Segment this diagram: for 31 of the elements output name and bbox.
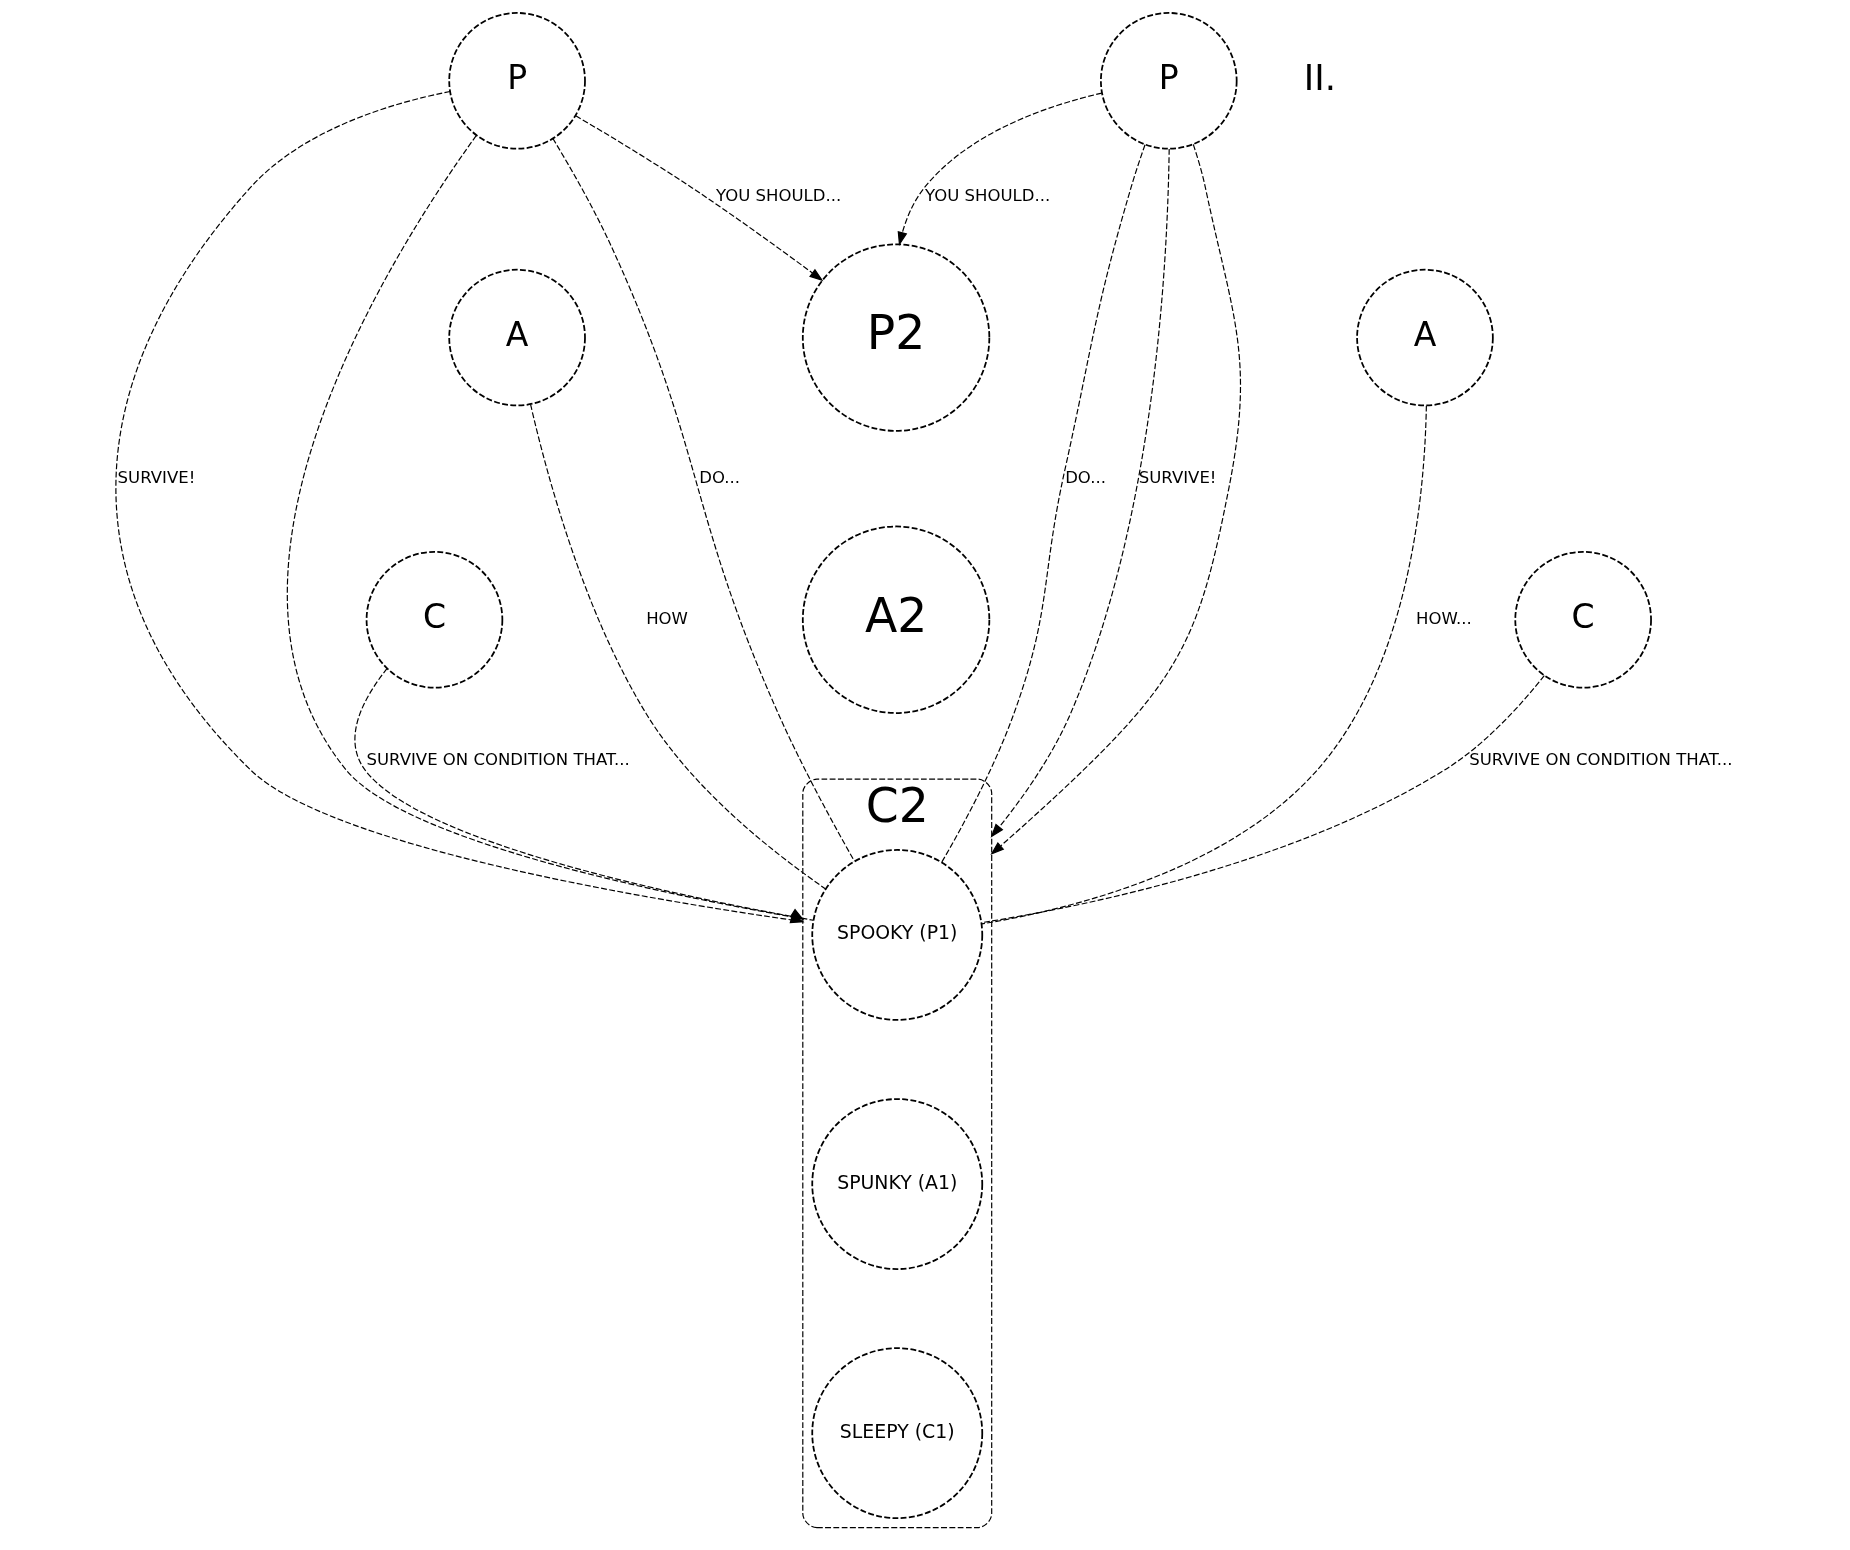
node-circle: P <box>448 12 586 150</box>
connector <box>941 144 1146 863</box>
edge-label: HOW... <box>1416 609 1472 629</box>
label: II. <box>1303 56 1336 98</box>
node-circle: C <box>365 551 504 689</box>
arrow <box>990 143 1242 855</box>
edge-label: DO... <box>1065 468 1106 488</box>
edge-label: SURVIVE ON CONDITION THAT... <box>366 750 630 770</box>
edge-label: YOU SHOULD... <box>716 185 842 205</box>
node-circle: SPOOKY (P1) <box>811 849 984 1021</box>
connector <box>529 403 826 890</box>
node-circle: C <box>1514 551 1652 689</box>
arrow <box>575 115 824 282</box>
edge-label: DO... <box>699 468 740 488</box>
connector <box>981 675 1545 924</box>
connector <box>981 405 1427 925</box>
edge-label: HOW <box>646 609 688 629</box>
node-circle: SLEEPY (C1) <box>811 1347 984 1520</box>
node-circle: P2 <box>801 243 991 432</box>
arrow <box>897 92 1103 246</box>
connector <box>552 137 855 862</box>
edge-label: YOU SHOULD... <box>924 185 1051 205</box>
edge-label: SURVIVE! <box>117 468 196 488</box>
node-circle: A <box>1356 268 1494 407</box>
node-circle: A2 <box>801 525 991 714</box>
node-circle: A <box>448 268 586 407</box>
edge-label: SURVIVE ON CONDITION THAT... <box>1469 750 1733 770</box>
node-circle: SPUNKY (A1) <box>811 1098 984 1270</box>
edge-label: SURVIVE! <box>1138 468 1217 488</box>
node-circle: P <box>1100 12 1238 150</box>
arrow <box>990 148 1170 838</box>
